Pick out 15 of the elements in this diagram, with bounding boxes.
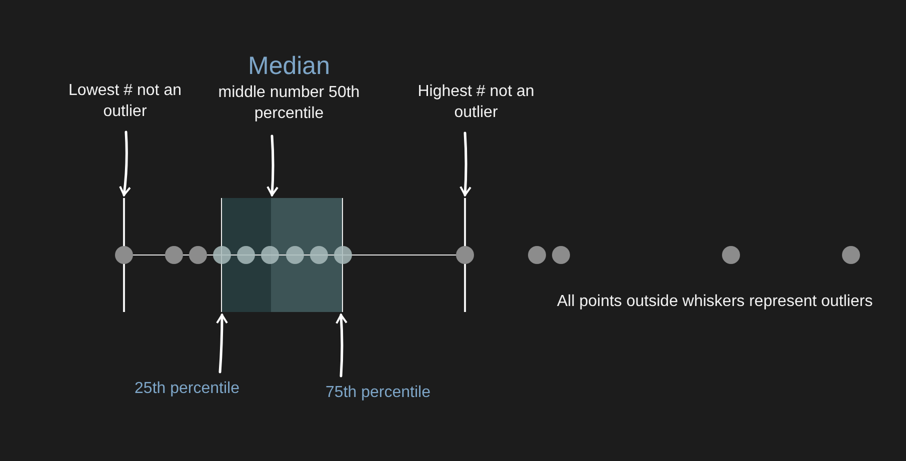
annotation-label: 75th percentile — [316, 382, 440, 404]
arrow — [459, 132, 472, 196]
whisker-line — [464, 198, 466, 312]
annotation-label: Lowest # not an outlier — [50, 80, 200, 124]
arrow — [266, 134, 278, 196]
median-heading: Median — [248, 51, 330, 82]
annotation-label: middle number 50th percentile — [217, 83, 361, 124]
annotation-label: Highest # not an outlier — [401, 81, 551, 125]
annotation-label: 25th percentile — [125, 378, 249, 400]
note-text: All points outside whiskers represent outliers — [557, 292, 873, 312]
arrow — [216, 314, 228, 374]
arrow — [118, 130, 131, 196]
whisker-line — [123, 198, 125, 312]
arrow — [336, 314, 348, 378]
interquartile-box — [221, 198, 343, 312]
